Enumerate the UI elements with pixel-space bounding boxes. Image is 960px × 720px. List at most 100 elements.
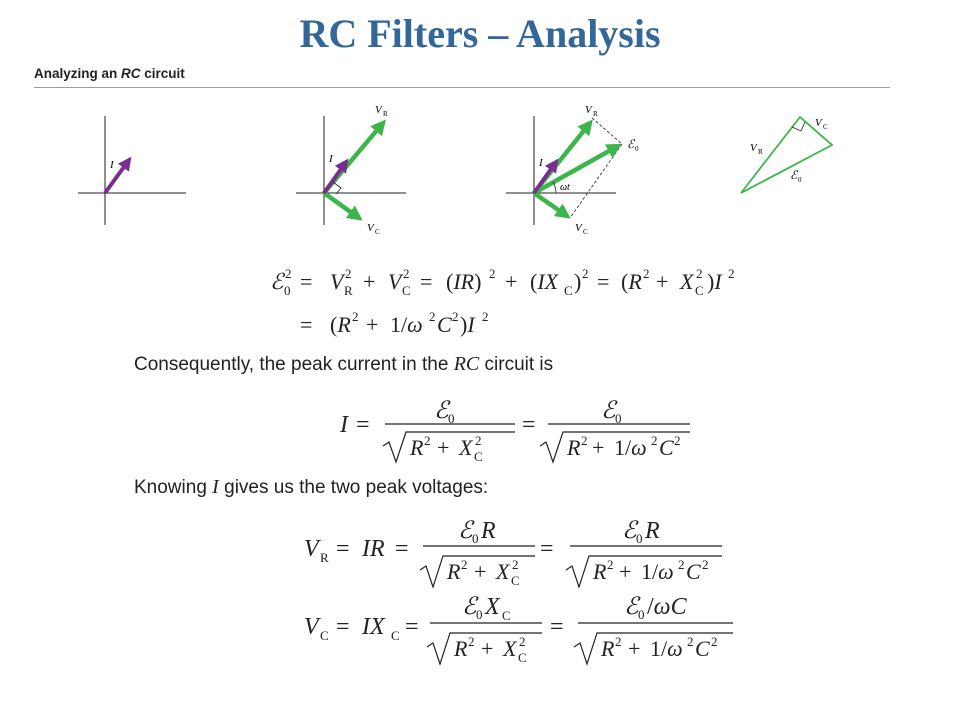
- svg-text:V: V: [304, 614, 321, 640]
- svg-text:IR: IR: [361, 536, 385, 562]
- svg-text:(R: (R: [621, 269, 642, 294]
- svg-text:ℰ: ℰ: [624, 594, 641, 620]
- svg-text:C: C: [518, 650, 527, 665]
- svg-text:C: C: [391, 628, 400, 643]
- subhead-prefix: Analyzing an: [34, 66, 122, 81]
- voltage-triangle: [740, 115, 834, 194]
- svg-text:(R: (R: [330, 312, 351, 337]
- svg-text:ℰ: ℰ: [462, 594, 479, 620]
- svg-text:1/ω: 1/ω: [390, 312, 423, 337]
- svg-text:C: C: [695, 636, 710, 661]
- svg-text:+: +: [363, 269, 375, 294]
- svg-text:V: V: [330, 269, 346, 294]
- svg-text:X: X: [495, 559, 511, 584]
- svg-text:C: C: [511, 573, 520, 588]
- label-angle: ωt: [560, 182, 570, 193]
- subhead-emph: RC: [121, 66, 141, 81]
- svg-text:ℰ: ℰ: [622, 518, 639, 544]
- svg-text:2: 2: [345, 266, 352, 281]
- svg-text:X: X: [679, 269, 695, 294]
- svg-text:2: 2: [582, 266, 589, 281]
- svg-text:X: X: [458, 435, 474, 460]
- svg-text:C: C: [564, 283, 573, 298]
- svg-text:C: C: [695, 283, 704, 298]
- section-subheading: Analyzing an RC circuit: [34, 66, 185, 81]
- svg-text:)I: )I: [460, 312, 476, 337]
- consequently-suffix: circuit is: [479, 354, 554, 375]
- label-current: I: [328, 153, 334, 165]
- diagram-current-only: I: [78, 116, 186, 225]
- consequently-text: Consequently, the peak current in the RC…: [134, 353, 553, 376]
- svg-text:+: +: [481, 636, 493, 661]
- svg-text:=: =: [395, 536, 409, 562]
- label-vr-sub: R: [593, 110, 598, 118]
- svg-text:R: R: [592, 559, 607, 584]
- svg-text:2: 2: [696, 266, 703, 281]
- svg-text:=: =: [522, 412, 536, 438]
- svg-text:2: 2: [702, 557, 709, 572]
- svg-text:): ): [574, 269, 581, 294]
- knowing-text: Knowing I gives us the two peak voltages…: [134, 476, 488, 499]
- svg-text:ℰ: ℰ: [434, 398, 451, 424]
- svg-text:I: I: [339, 412, 349, 438]
- label-emf: ℰ: [627, 137, 636, 151]
- svg-text:=: =: [336, 536, 350, 562]
- label-current: I: [109, 159, 115, 171]
- svg-text:R: R: [566, 435, 581, 460]
- svg-text:C: C: [437, 312, 452, 337]
- svg-text:1/ω: 1/ω: [641, 559, 674, 584]
- svg-text:V: V: [304, 536, 321, 562]
- svg-text:+: +: [619, 559, 631, 584]
- subhead-suffix: circuit: [140, 66, 185, 81]
- label-vr: V: [375, 104, 383, 116]
- svg-text:2: 2: [475, 433, 482, 448]
- svg-text:ℰ: ℰ: [601, 398, 618, 424]
- label-emf: ℰ: [790, 168, 799, 182]
- svg-text:2: 2: [452, 309, 459, 324]
- svg-text:=: =: [420, 269, 432, 294]
- svg-text:2: 2: [519, 634, 526, 649]
- knowing-prefix: Knowing: [134, 477, 213, 498]
- equation-emf-squared-cont: = (R 2 + 1/ω 2 C 2 )I 2: [300, 309, 489, 337]
- knowing-emph: I: [212, 476, 219, 498]
- svg-text:0: 0: [448, 411, 455, 426]
- page-title: RC Filters – Analysis: [299, 11, 661, 56]
- label-vc-sub: C: [583, 228, 588, 236]
- svg-text:0: 0: [472, 531, 479, 546]
- svg-text:)I: )I: [707, 269, 723, 294]
- label-vc: V: [815, 117, 823, 129]
- svg-text:R: R: [480, 518, 496, 544]
- svg-text:0: 0: [636, 531, 643, 546]
- svg-text:2: 2: [581, 433, 588, 448]
- svg-text:X: X: [502, 636, 518, 661]
- svg-text:=: =: [540, 536, 554, 562]
- svg-text:2: 2: [461, 557, 468, 572]
- label-vc: V: [575, 222, 583, 234]
- svg-text:2: 2: [468, 634, 475, 649]
- svg-text:2: 2: [711, 634, 718, 649]
- svg-text:X: X: [484, 594, 501, 620]
- consequently-prefix: Consequently, the peak current in the: [134, 354, 454, 375]
- svg-text:=: =: [300, 312, 312, 337]
- vc-vector: [322, 191, 363, 221]
- svg-text:+: +: [505, 269, 517, 294]
- current-vector: [103, 156, 132, 195]
- label-emf-sub: 0: [798, 176, 802, 184]
- phasor-diagrams: I I V R V C I V R ℰ 0 ωt V C: [78, 104, 834, 236]
- diagram-vr-vc: I V R V C: [296, 104, 406, 236]
- label-vc-sub: C: [823, 123, 828, 131]
- svg-text:2: 2: [403, 266, 410, 281]
- vc-vector: [532, 191, 571, 219]
- svg-text:R: R: [409, 435, 424, 460]
- svg-text:C: C: [659, 435, 674, 460]
- svg-text:V: V: [388, 269, 404, 294]
- svg-text:2: 2: [607, 557, 614, 572]
- svg-text:=: =: [405, 614, 419, 640]
- svg-text:=: =: [336, 614, 350, 640]
- svg-text:/ωC: /ωC: [647, 594, 688, 620]
- svg-text:0: 0: [638, 607, 645, 622]
- label-vc-sub: C: [375, 228, 380, 236]
